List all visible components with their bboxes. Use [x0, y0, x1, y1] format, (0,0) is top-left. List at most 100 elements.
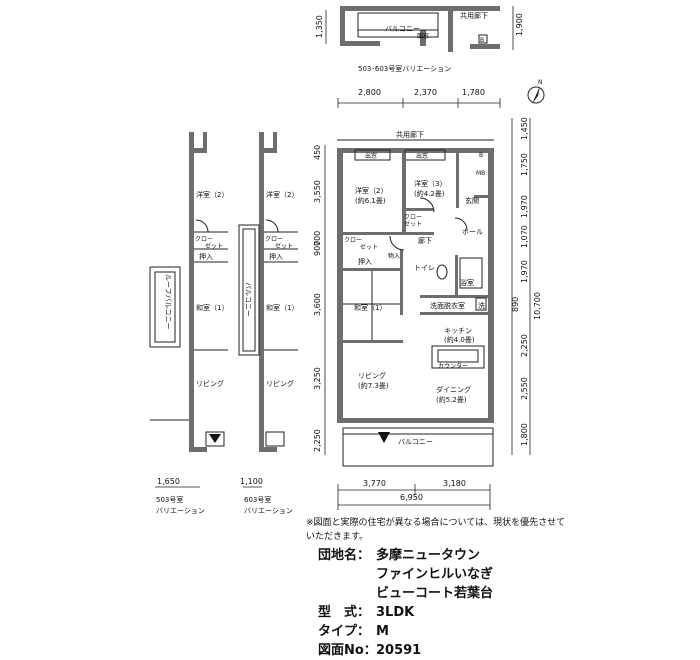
right-dimensions: 1,450 1,750 1,970 1,070 1,970 890 2,250 …: [511, 117, 542, 455]
main-corridor-label: 共用廊下: [396, 130, 424, 139]
var503-plan: 洋室（2） クロー ゼット 押入 和室（1） ルーフバルコニー リビング 1,6…: [149, 132, 228, 515]
v503-oshiire: 押入: [199, 252, 213, 261]
washroom-label: 洗面脱衣室: [430, 301, 465, 310]
toilet-label: トイレ: [414, 264, 435, 272]
bed2-label: 洋室（2）: [355, 186, 387, 195]
vt-balcony-label: バルコニー: [385, 25, 420, 33]
var603-plan: 洋室（2） クロー ゼット 押入 和室（1） バルコニー リビング 1,100 …: [238, 132, 298, 515]
right-dim-4: 1,070: [520, 225, 529, 248]
v503-closet-a: クロー: [195, 236, 213, 243]
left-dim-4: 700: [313, 231, 322, 246]
top-dim-1: 2,800: [358, 88, 381, 97]
dining-area: (約5.2畳): [436, 395, 467, 404]
info-value: 20591: [376, 643, 422, 658]
v503-roof-balcony: ルーフバルコニー: [164, 274, 172, 329]
v603-dim: 1,100: [240, 477, 263, 486]
left-dim-3: 900: [313, 241, 322, 256]
left-dim-1: 450: [313, 145, 322, 160]
right-dim-5: 1,970: [520, 260, 529, 283]
bottom-dim-total: 6,950: [400, 493, 423, 502]
left-dim-5: 3,600: [313, 293, 322, 316]
left-dim-2: 3,550: [313, 180, 322, 203]
top-dim-2: 2,370: [414, 88, 437, 97]
info-row: 型 式： 3LDK: [318, 603, 493, 622]
info-block: 団地名：多摩ニュータウン ファインヒルいなぎ ビューコート若葉台 型 式： 3LD…: [318, 546, 493, 660]
living-area: (約7.3畳): [358, 381, 389, 390]
info-value: 3LDK: [376, 605, 415, 620]
vt-b-label: B: [480, 37, 484, 44]
right-dim-1: 1,450: [520, 117, 529, 140]
right-dim-6: 890: [511, 297, 520, 312]
v603-living: リビング: [266, 379, 294, 388]
bottom-dim-2: 3,180: [443, 479, 466, 488]
v603-oshiire: 押入: [269, 252, 283, 261]
north-label: N: [538, 79, 543, 86]
closet1-b: ゼット: [360, 243, 378, 251]
info-key: 図面No：: [318, 643, 377, 658]
counter-label: カウンター: [438, 362, 468, 370]
left-dim-7: 2,250: [313, 429, 322, 452]
living-label: リビング: [358, 371, 386, 380]
hall-label: ホール: [462, 228, 483, 236]
v503-caption2: バリエーション: [156, 507, 205, 515]
info-value: ファインヒルいなぎ: [376, 567, 494, 582]
v603-closet-b: ゼット: [275, 242, 293, 250]
vt-window-label: 面窓: [417, 32, 429, 40]
info-row: タイプ： M: [318, 622, 493, 641]
bottom-dim-1: 3,770: [363, 479, 386, 488]
hall-corridor-label: 廊下: [418, 236, 432, 245]
v503-living: リビング: [196, 379, 224, 388]
disclaimer-note: ※図面と実際の住宅が異なる場合については、現状を優先させていただきます。: [306, 518, 566, 542]
info-row: ビューコート若葉台: [318, 584, 493, 603]
left-dim-6: 3,250: [313, 367, 322, 390]
kitchen-area: (約4.0畳): [444, 335, 475, 344]
info-value: ビューコート若葉台: [376, 586, 494, 601]
info-key: [318, 565, 376, 584]
vt-caption: 503･603号室バリエーション: [358, 64, 451, 73]
north-arrow: N: [527, 79, 545, 104]
vt-dim-right: 1,900: [515, 13, 524, 36]
v603-caption2: バリエーション: [244, 507, 293, 515]
v503-bed-label: 洋室（2）: [196, 190, 228, 199]
right-dim-8: 2,550: [520, 377, 529, 400]
info-row: 図面No：20591: [318, 641, 493, 660]
b-label: B: [479, 152, 483, 159]
v603-closet-a: クロー: [265, 236, 283, 243]
bed3-area: (約4.2畳): [414, 189, 445, 198]
info-row: 団地名：多摩ニュータウン: [318, 546, 493, 565]
vt-corridor-label: 共用廊下: [460, 11, 488, 20]
info-key: 型 式：: [318, 605, 371, 620]
v603-caption1: 603号室: [244, 495, 271, 504]
info-key: [318, 584, 376, 603]
closet2-b: ゼット: [404, 220, 422, 228]
right-dim-9: 1,800: [520, 423, 529, 446]
entrance-label: 玄関: [465, 196, 479, 205]
kitchen-label: キッチン: [444, 327, 472, 335]
monoire-label: 物入: [388, 252, 400, 260]
v603-balcony: バルコニー: [244, 282, 252, 317]
top-dimensions: 2,800 2,370 1,780: [337, 88, 501, 108]
bottom-dimensions: 3,770 3,180 6,950: [337, 479, 491, 510]
washitsu-label: 和室（1）: [354, 303, 386, 312]
mb-label: MB: [476, 170, 485, 177]
v503-closet-b: ゼット: [205, 242, 223, 250]
bed3-label: 洋室（3）: [414, 179, 446, 188]
vt-dim-left: 1,350: [315, 15, 324, 38]
bay-window-1: 出窓: [365, 152, 377, 160]
info-value: M: [376, 624, 389, 639]
bay-window-2: 出窓: [416, 152, 428, 160]
variation-top-plan: バルコニー 面窓 共用廊下 B 503･603号室バリエーション 1,350 1…: [315, 6, 524, 73]
closet2-a: クロー: [404, 214, 422, 221]
balcony-label: バルコニー: [398, 438, 433, 446]
right-dim-total: 10,700: [533, 292, 542, 320]
right-dim-7: 2,250: [520, 334, 529, 357]
dining-label: ダイニング: [436, 385, 471, 394]
info-row: ファインヒルいなぎ: [318, 565, 493, 584]
info-key: タイプ：: [318, 624, 371, 639]
v603-washitsu: 和室（1）: [266, 303, 298, 312]
v603-bed-label: 洋室（2）: [266, 190, 298, 199]
bed2-area: (約6.1畳): [355, 196, 386, 205]
wash-label: 洗: [478, 301, 485, 310]
